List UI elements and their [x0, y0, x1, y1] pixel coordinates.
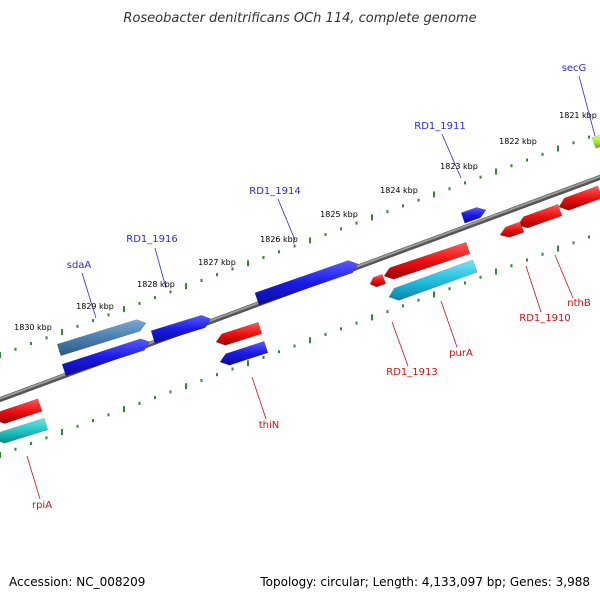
gene-arrow-rpiA-b	[0, 417, 49, 444]
leader-RD1_1910	[525, 265, 542, 313]
outer-tick-ring	[0, 135, 590, 358]
gene-arrow-thiN-b	[219, 340, 269, 366]
gene-label-secG: secG	[562, 63, 587, 74]
gene-arrow-nthB	[558, 185, 600, 211]
kbp-label-1824: 1824 kbp	[380, 186, 418, 195]
kbp-label-1830: 1830 kbp	[14, 323, 52, 332]
gene-label-RD1_1911: RD1_1911	[414, 121, 465, 132]
leader-sdaA	[81, 272, 97, 319]
leader-RD1_1914	[277, 198, 296, 241]
leader-RD1_1911	[441, 133, 462, 179]
gene-label-RD1_1916: RD1_1916	[126, 234, 177, 245]
gene-label-purA: purA	[449, 348, 473, 359]
gene-arrow-RD1_1911	[460, 207, 487, 224]
gene-arrow-RD1_1914	[254, 260, 359, 306]
gene-arrow-RD1_1910b	[499, 221, 525, 238]
gene-arrow-RD1_1913b	[369, 273, 387, 288]
leader-RD1_1913	[391, 321, 409, 367]
gene-arrow-rpiA	[0, 398, 43, 424]
gene-arrow-sdaA	[56, 319, 147, 357]
gene-label-RD1_1910: RD1_1910	[519, 313, 570, 324]
kbp-labels: 1821 kbp 1822 kbp 1823 kbp 1824 kbp 1825…	[14, 111, 597, 332]
kbp-label-1829: 1829 kbp	[76, 302, 114, 311]
gene-label-rpiA: rpiA	[32, 500, 52, 511]
leader-nthB	[554, 254, 574, 299]
kbp-label-1825: 1825 kbp	[320, 210, 358, 219]
gene-label-RD1_1914: RD1_1914	[249, 186, 300, 197]
gene-arrow-RD1_1913	[383, 241, 471, 280]
gene-arrow-purA	[388, 259, 478, 301]
kbp-label-1827: 1827 kbp	[198, 258, 236, 267]
inner-tick-ring	[0, 235, 590, 458]
kbp-label-1822: 1822 kbp	[499, 137, 537, 146]
leader-purA	[440, 300, 458, 348]
kbp-label-1821: 1821 kbp	[559, 111, 597, 120]
gene-label-RD1_1913: RD1_1913	[386, 367, 437, 378]
gene-label-thiN: thiN	[259, 420, 280, 431]
leader-RD1_1916	[154, 247, 167, 289]
kbp-label-1828: 1828 kbp	[137, 280, 175, 289]
reverse-gene-labels: nthB RD1_1910 purA RD1_1913 thiN rpiA	[32, 298, 591, 511]
gene-label-sdaA: sdaA	[67, 260, 92, 271]
gene-arrow-thiN	[215, 321, 263, 346]
gene-arrow-RD1_1916	[150, 314, 212, 344]
map-title: Roseobacter denitrificans OCh 114, compl…	[123, 11, 476, 26]
gene-arrow-secG	[591, 134, 600, 149]
label-leader-lines	[26, 75, 596, 500]
kbp-label-1826: 1826 kbp	[260, 235, 298, 244]
gene-arrow-RD1_1910	[517, 203, 563, 229]
kbp-label-1823: 1823 kbp	[440, 162, 478, 171]
genome-summary-text: Topology: circular; Length: 4,133,097 bp…	[259, 575, 590, 589]
leader-thiN	[251, 376, 267, 420]
gene-arrow-sdaA-pair	[61, 338, 151, 377]
forward-gene-labels: secG RD1_1911 RD1_1914 RD1_1916 sdaA	[67, 63, 587, 271]
leader-rpiA	[26, 455, 41, 500]
accession-text: Accession: NC_008209	[9, 575, 145, 589]
gene-features	[0, 134, 600, 444]
gene-label-nthB: nthB	[567, 298, 591, 309]
leader-secG	[578, 75, 596, 137]
